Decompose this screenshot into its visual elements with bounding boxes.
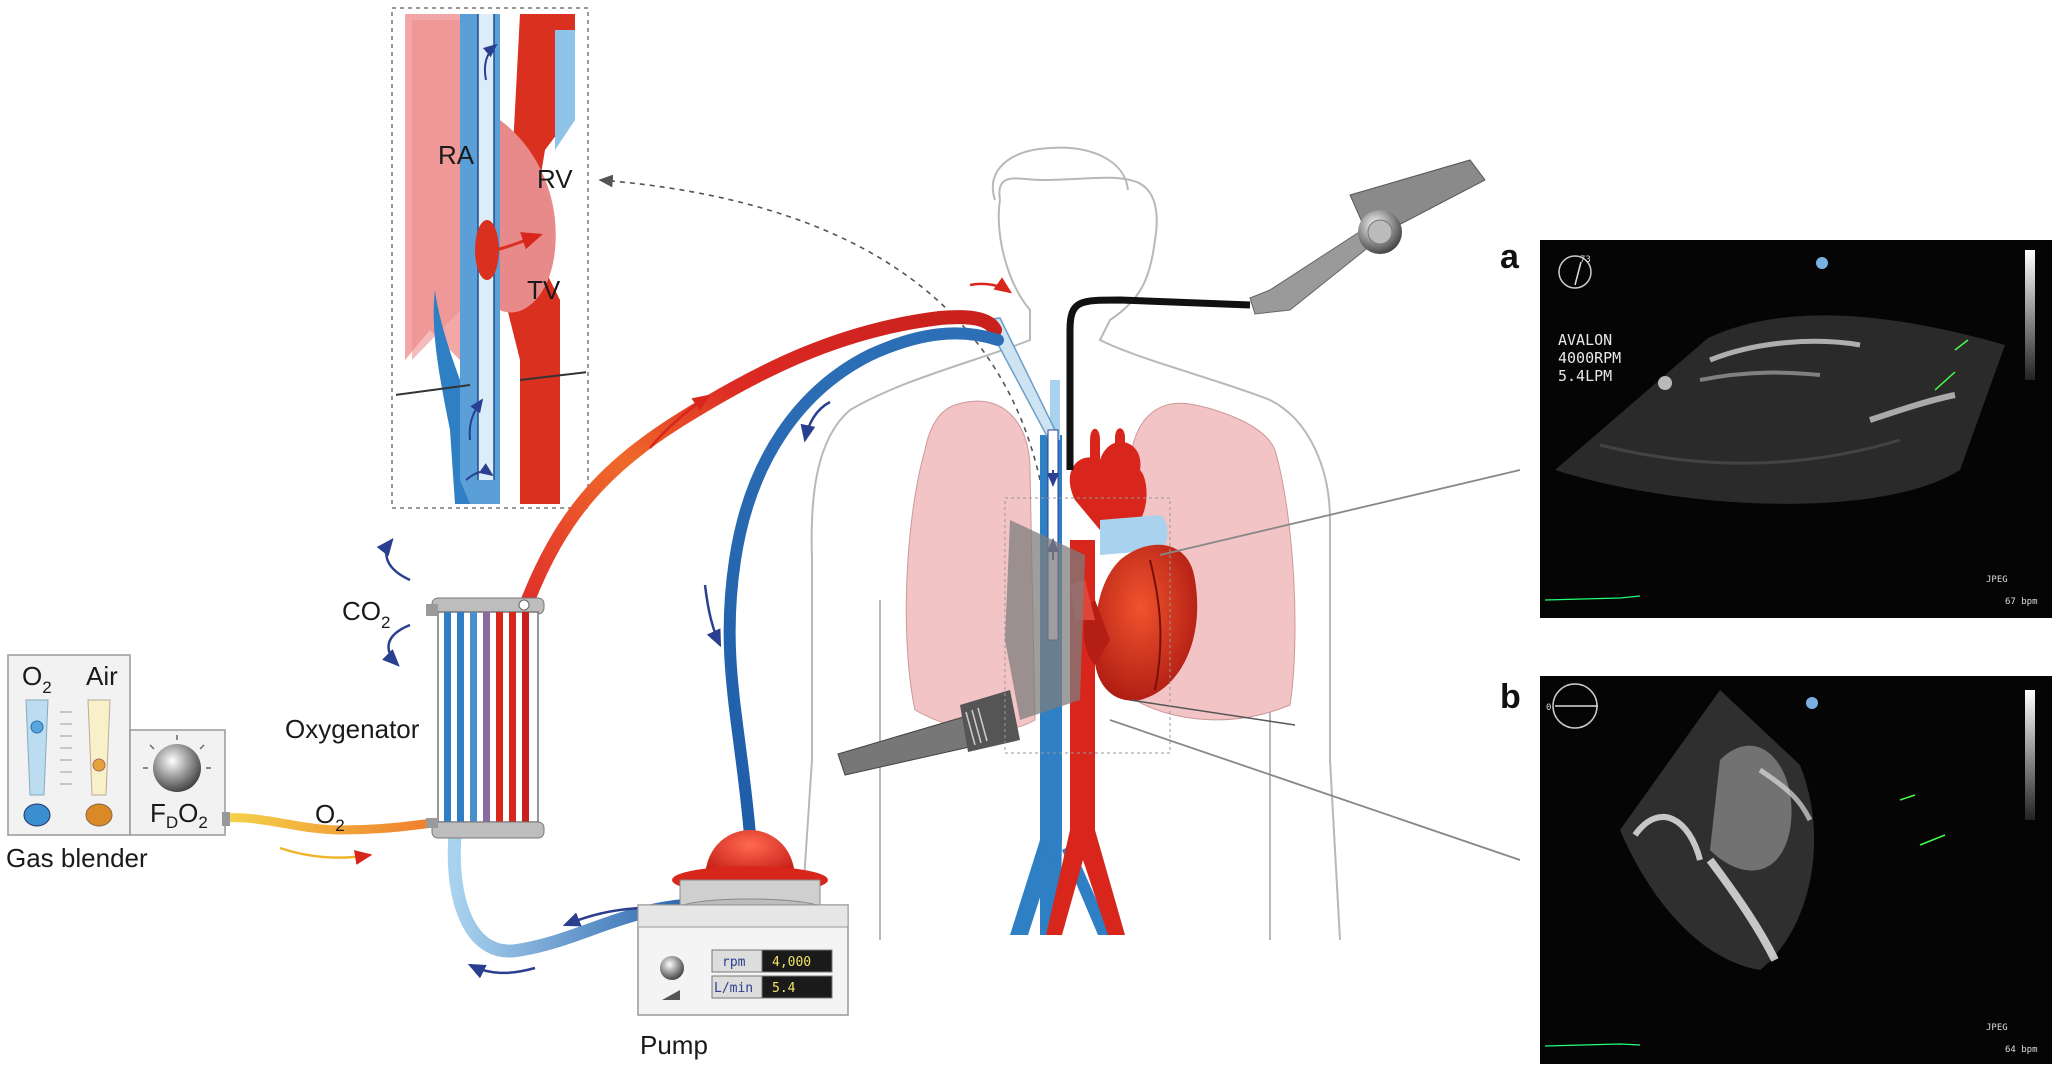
o2-flowmeter [25,699,49,796]
rpm-label: rpm [722,955,746,970]
aortic-arch [1069,441,1147,530]
tee-cable [1066,296,1251,470]
echo-beam-sector [1005,520,1085,720]
gas-blender-label: Gas blender [6,843,148,873]
body-outline-right [998,176,1341,941]
panel-a-label: a [1500,238,1520,276]
flow-label: L/min [714,981,753,996]
oxygenator-fibers [444,612,529,822]
echo-a-line3: 5.4LPM [1558,367,1612,385]
gas-blender [7,654,230,836]
inset-outflow-port [475,220,499,280]
fdo2-label: FDO2 [150,798,208,832]
flow-arrows [279,277,1013,979]
body-outline-left [799,199,1031,941]
echo-a-line1: AVALON [1558,331,1612,349]
echo-a-angle: 73 [1580,255,1591,265]
blender-air-label: Air [86,661,118,691]
rpm-display [761,949,833,973]
pump-knob [660,956,684,980]
co2-label: CO2 [342,596,390,632]
gas-supply-line [220,813,445,835]
heart [1069,428,1198,701]
pump-label: Pump [640,1030,708,1060]
lungs [905,400,1296,732]
left-lung [905,400,1036,732]
oxygenated-return-tube [521,310,1002,607]
drainage-tube [723,327,1004,841]
echo-panel-a [1540,240,2052,618]
echo-a-format: JPEG [1986,575,2008,585]
echo-b-angle: 0 [1546,703,1551,713]
inset-label-rv: RV [537,164,573,194]
heart-ventricles [1094,544,1198,701]
panel-b-label: b [1500,678,1521,716]
echo-a-line2: 4000RPM [1558,349,1621,367]
oxygenator [426,597,545,839]
inset-label-tv: TV [527,275,561,305]
inset-label-ra: RA [438,140,475,170]
inset-right-ventricle-wall [505,14,575,504]
rpm-value: 4,000 [772,955,811,970]
oxygenator-label: Oxygenator [285,714,420,744]
blender-o2-label: O2 [22,661,52,697]
callout-line-a [1159,469,1521,556]
fdo2-knob [153,744,201,792]
circuit-tubing [220,310,1004,958]
pump [637,830,849,1016]
flow-value: 5.4 [772,981,796,996]
echo-b-format: JPEG [1986,1023,2008,1033]
air-flowmeter [87,699,111,796]
echo-b-hr: 64 bpm [2005,1045,2038,1055]
callout-line-b [1109,719,1521,861]
flow-display [761,975,833,999]
echo-panel-b [1540,676,2052,1064]
inset-cannula-detail: RA RV TV [391,7,589,509]
tee-probe [1066,159,1486,470]
pulmonary-artery [1100,515,1168,555]
pump-to-oxygenator-tube [447,828,697,958]
gas-line-o2-label: O2 [315,799,345,835]
descending-aorta [1046,540,1125,935]
inset-callout-arrow [598,174,1041,481]
echo-a-hr: 67 bpm [2005,597,2038,607]
